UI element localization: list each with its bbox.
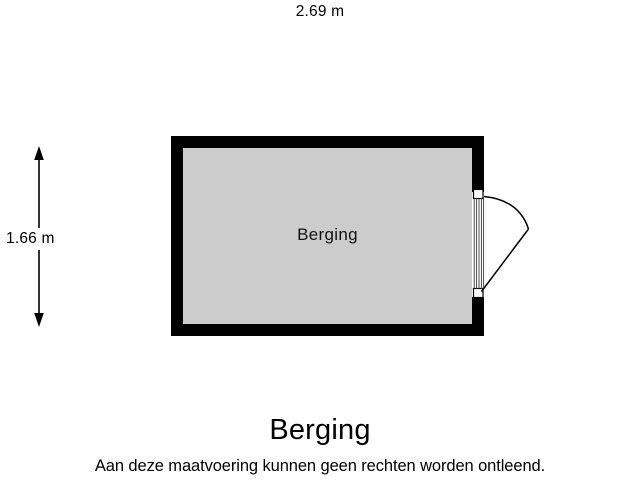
door-jamb-top bbox=[472, 188, 484, 200]
height-dimension-label: 1.66 m bbox=[6, 228, 72, 250]
door-swing-arc bbox=[483, 195, 530, 230]
page-title: Berging bbox=[269, 414, 371, 446]
door-swing bbox=[480, 195, 530, 292]
height-arrow-top bbox=[34, 146, 44, 160]
width-dimension-label: 2.69 m bbox=[0, 3, 640, 21]
door-leaf-lines bbox=[473, 198, 485, 289]
height-arrow-bottom bbox=[34, 313, 44, 327]
door-jambs bbox=[472, 188, 484, 299]
room-floor-berging bbox=[183, 148, 472, 324]
door-open-leaf bbox=[480, 228, 530, 292]
door-jamb-bottom bbox=[472, 287, 484, 299]
width-dimension-value: 2.69 m bbox=[286, 3, 354, 20]
room-label-berging: Berging bbox=[297, 225, 358, 244]
disclaimer-text: Aan deze maatvoering kunnen geen rechten… bbox=[94, 457, 546, 475]
